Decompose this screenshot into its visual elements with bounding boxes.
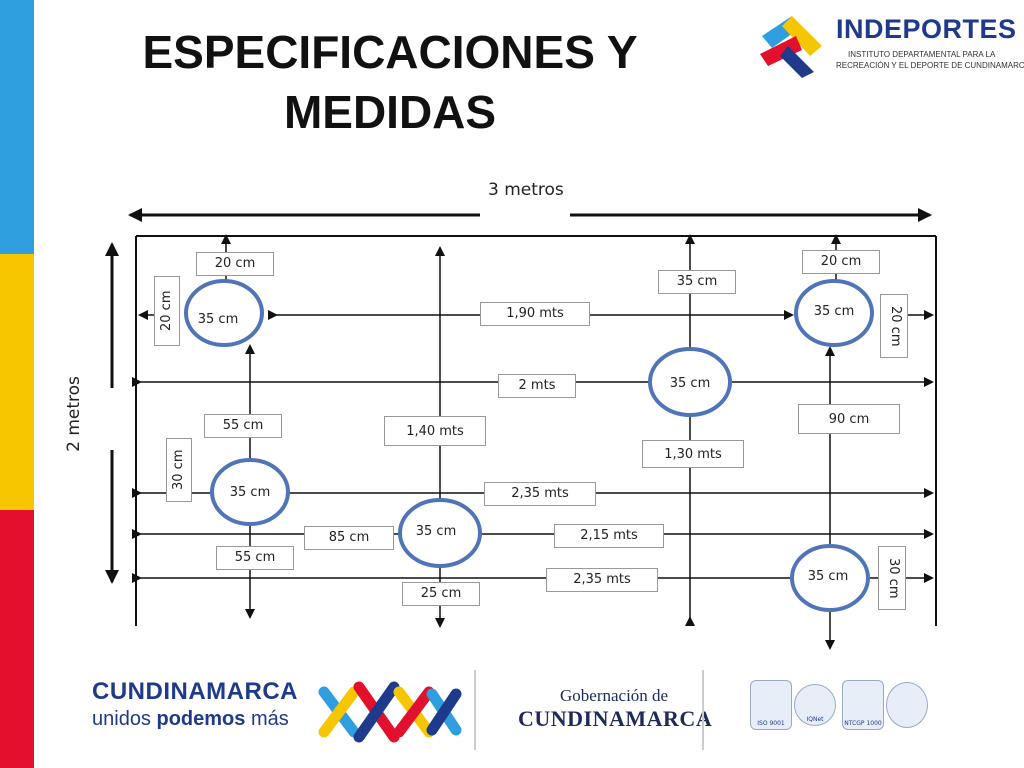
- indeportes-subtitle-1: INSTITUTO DEPARTAMENTAL PARA LA: [848, 50, 996, 59]
- footer: CUNDINAMARCA unidos podemos más Gobernac…: [34, 650, 1024, 768]
- circle-label: 35 cm: [807, 569, 849, 584]
- circle-center-right: [648, 347, 732, 417]
- cundinamarca-logo: CUNDINAMARCA unidos podemos más: [92, 678, 298, 731]
- circle-label: 35 cm: [669, 376, 711, 391]
- title-line-2: MEDIDAS: [283, 86, 497, 138]
- dim-label: 2,35 mts: [546, 568, 658, 592]
- dim-label: 20 cm: [802, 250, 880, 274]
- diagram-lines: [105, 208, 937, 650]
- circle-label: 35 cm: [813, 304, 855, 319]
- iqnet-icon: IQNet: [794, 684, 836, 726]
- gobernacion-line-2: CUNDINAMARCA: [518, 706, 713, 731]
- gobernacion-line-1: Gobernación de: [560, 686, 669, 705]
- indeportes-brand: INDEPORTES: [836, 14, 1017, 44]
- page-title: ESPECIFICACIONES Y MEDIDAS: [130, 22, 650, 142]
- ntcgp-1000-icon: NTCGP 1000: [842, 680, 884, 730]
- circle-top-left: [184, 279, 264, 347]
- circle-bottom-right: [790, 544, 870, 612]
- dim-label: 1,30 mts: [642, 440, 744, 468]
- gobernacion-logo: Gobernación de CUNDINAMARCA: [518, 686, 712, 732]
- dim-label: 20 cm: [880, 294, 908, 358]
- indeportes-mark-icon: [760, 16, 822, 78]
- cundinamarca-name: CUNDINAMARCA: [92, 678, 298, 705]
- stripe-blue: [0, 0, 34, 254]
- footer-divider: [474, 670, 476, 750]
- measurement-diagram: 3 metros 2 metros 20 cm 20 cm 20 cm 35 c…: [60, 170, 974, 650]
- width-label: 3 metros: [488, 180, 564, 200]
- circle-label: 35 cm: [415, 524, 457, 539]
- dim-label: 2,35 mts: [484, 482, 596, 506]
- cundinamarca-seal-icon: [886, 682, 928, 728]
- title-line-1: ESPECIFICACIONES Y: [142, 26, 638, 78]
- circle-label: 35 cm: [229, 485, 271, 500]
- dim-label: 20 cm: [154, 276, 180, 346]
- height-label: 2 metros: [64, 376, 84, 452]
- stripe-red: [0, 510, 34, 768]
- dim-label: 2 mts: [498, 374, 576, 398]
- dim-label: 35 cm: [658, 270, 736, 294]
- circle-bottom-center: [398, 498, 482, 568]
- footer-divider: [702, 670, 704, 750]
- cundinamarca-x-mark-icon: [318, 681, 462, 743]
- stripe-yellow: [0, 254, 34, 510]
- circle-top-right: [794, 279, 874, 347]
- indeportes-logo: INDEPORTES INSTITUTO DEPARTAMENTAL PARA …: [752, 6, 1024, 80]
- dim-label: 25 cm: [402, 582, 480, 606]
- dim-label: 1,40 mts: [384, 416, 486, 446]
- dim-label: 55 cm: [204, 414, 282, 438]
- dim-label: 30 cm: [166, 438, 192, 502]
- dim-label: 85 cm: [304, 526, 394, 550]
- cundinamarca-slogan: unidos podemos más: [92, 708, 289, 730]
- dim-label: 55 cm: [216, 546, 294, 570]
- dim-label: 20 cm: [196, 252, 274, 276]
- dim-label: 90 cm: [798, 404, 900, 434]
- dim-label: 1,90 mts: [480, 302, 590, 326]
- circle-mid-left: [210, 458, 290, 526]
- iso-9001-icon: ISO 9001: [750, 680, 792, 730]
- indeportes-subtitle-2: RECREACIÓN Y EL DEPORTE DE CUNDINAMARCA: [836, 61, 1024, 70]
- dim-label: 30 cm: [878, 546, 906, 610]
- dim-label: 2,15 mts: [554, 524, 664, 548]
- circle-label: 35 cm: [197, 312, 239, 327]
